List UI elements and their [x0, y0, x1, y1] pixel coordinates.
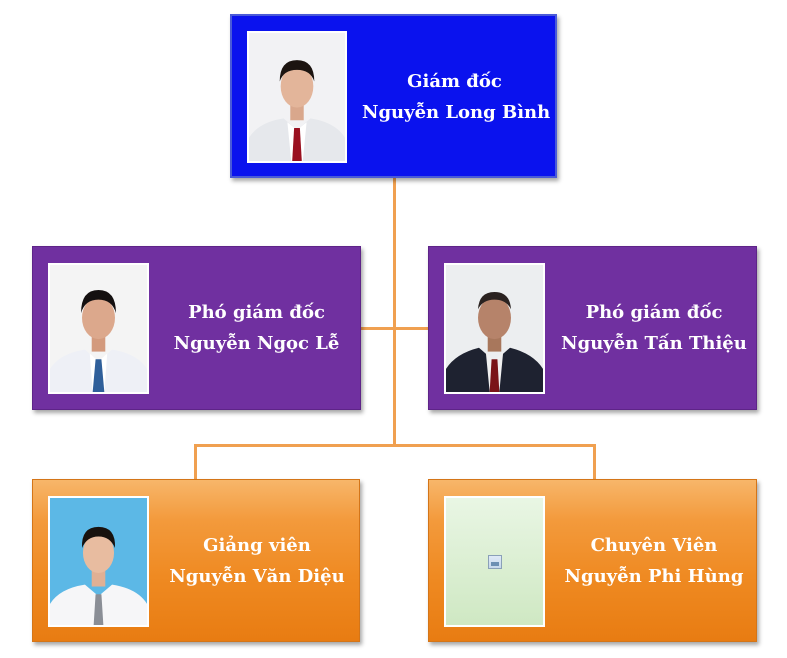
deputy-right-photo	[444, 263, 545, 394]
connector-staff-right	[593, 444, 596, 480]
specialist-name: Nguyễn Phi Hùng	[564, 566, 744, 587]
director-title: Giám đốc	[407, 71, 502, 92]
lecturer-name: Nguyễn Văn Diệu	[169, 566, 345, 587]
director-name: Nguyễn Long Bình	[362, 102, 551, 123]
deputy-left-name: Nguyễn Ngọc Lễ	[173, 333, 340, 354]
director-photo	[247, 31, 347, 163]
specialist-caption: Chuyên Viên Nguyễn Phi Hùng	[559, 530, 749, 592]
specialist-box: Chuyên Viên Nguyễn Phi Hùng	[428, 479, 757, 642]
specialist-photo	[444, 496, 545, 627]
lecturer-title: Giảng viên	[203, 535, 311, 556]
deputy-right-box: Phó giám đốc Nguyễn Tấn Thiệu	[428, 246, 757, 410]
deputy-right-name: Nguyễn Tấn Thiệu	[561, 333, 747, 354]
specialist-title: Chuyên Viên	[590, 535, 718, 556]
connector-deputies	[361, 327, 429, 330]
director-caption: Giám đốc Nguyễn Long Bình	[362, 66, 551, 128]
lecturer-photo	[48, 496, 149, 627]
deputy-left-photo	[48, 263, 149, 394]
deputy-right-caption: Phó giám đốc Nguyễn Tấn Thiệu	[559, 297, 749, 359]
deputy-left-caption: Phó giám đốc Nguyễn Ngọc Lễ	[163, 297, 350, 359]
lecturer-caption: Giảng viên Nguyễn Văn Diệu	[163, 530, 351, 592]
broken-image-icon	[487, 554, 502, 569]
deputy-left-title: Phó giám đốc	[188, 302, 325, 323]
connector-trunk	[393, 178, 396, 446]
director-box: Giám đốc Nguyễn Long Bình	[230, 14, 557, 178]
lecturer-box: Giảng viên Nguyễn Văn Diệu	[32, 479, 360, 642]
deputy-right-title: Phó giám đốc	[585, 302, 723, 323]
connector-staff-left	[194, 444, 197, 480]
connector-staff	[194, 444, 596, 447]
deputy-left-box: Phó giám đốc Nguyễn Ngọc Lễ	[32, 246, 361, 410]
